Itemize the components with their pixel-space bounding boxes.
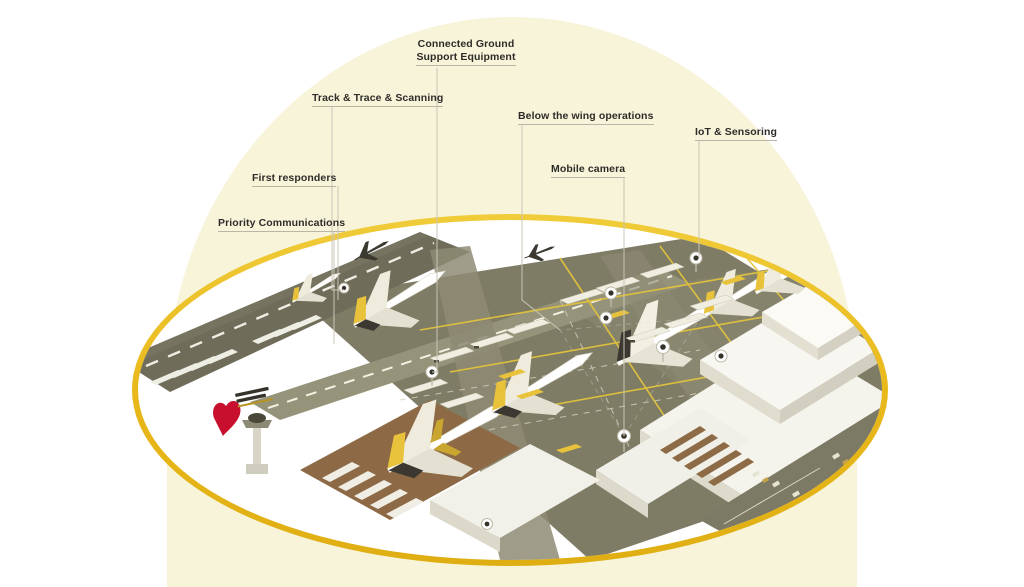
camera-view-cone	[559, 317, 701, 437]
runway	[138, 232, 470, 392]
aircraft	[353, 270, 447, 331]
aircraft	[291, 272, 342, 303]
control-tower	[242, 413, 272, 474]
airport-scene	[138, 220, 882, 560]
ground-vehicle-group	[403, 262, 746, 453]
leader-lines	[331, 68, 700, 436]
aircraft-silhouette	[354, 240, 555, 262]
brussels-airport-logo	[213, 386, 273, 436]
runway-centerline	[145, 241, 435, 368]
sensor-marker-group	[338, 251, 728, 530]
runway-threshold-marks	[150, 315, 322, 385]
aircraft	[386, 399, 512, 479]
aircraft	[491, 351, 594, 419]
